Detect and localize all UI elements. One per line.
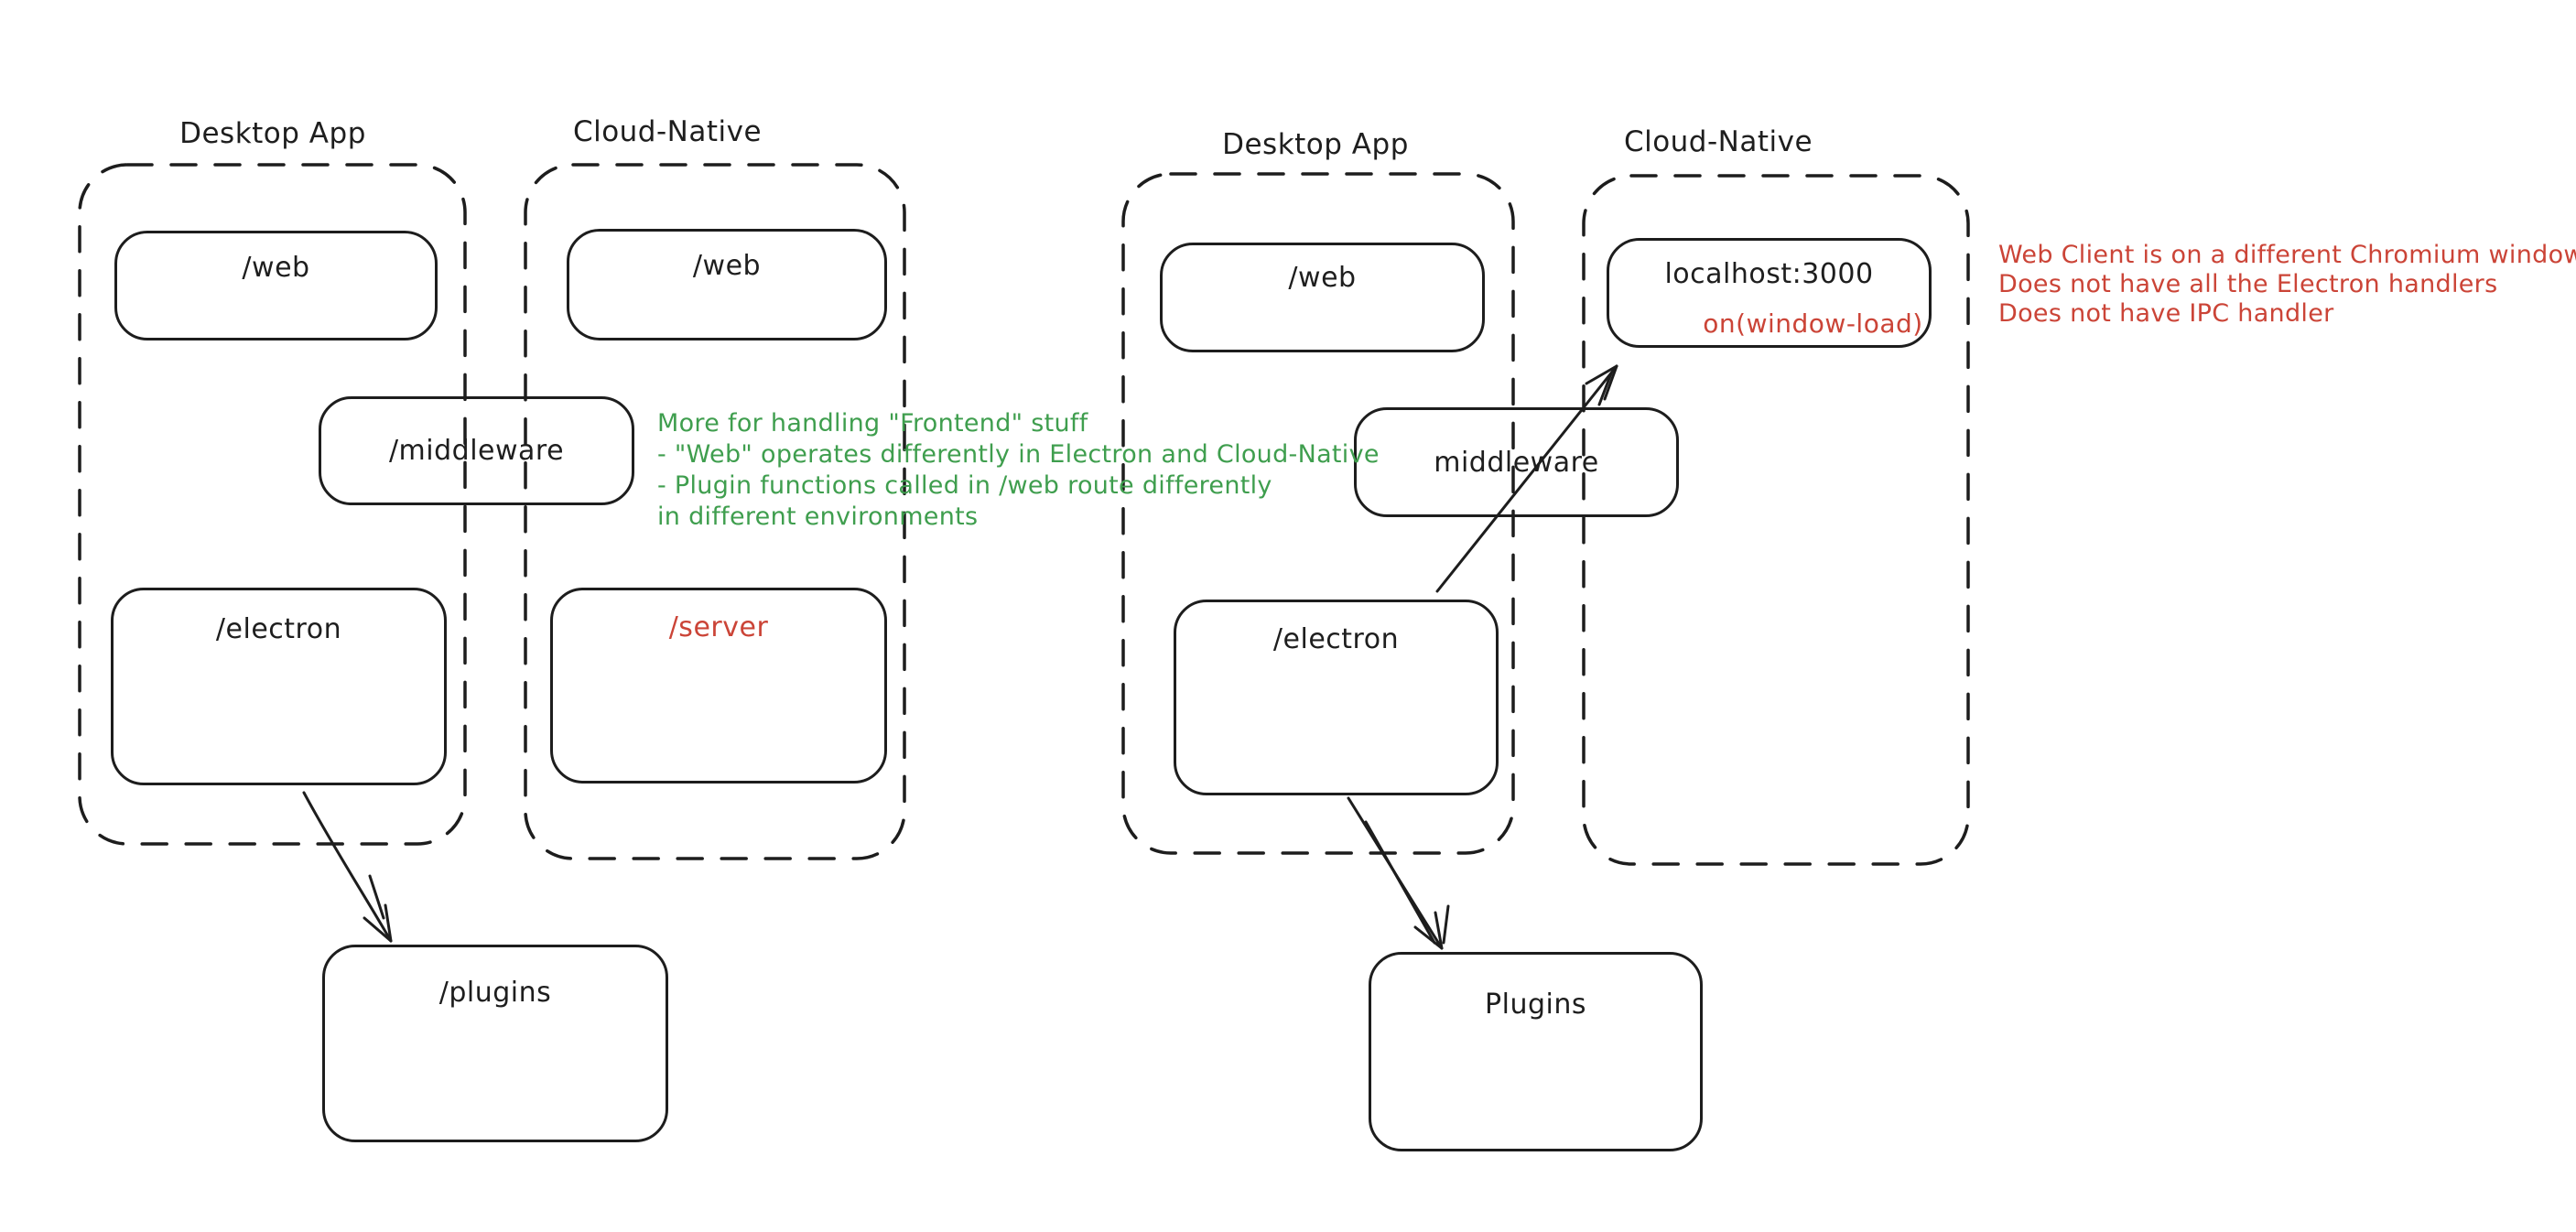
left-desktop-app-label: Desktop App: [179, 117, 366, 150]
left-cloud-native-label: Cloud-Native: [572, 115, 763, 148]
right-electron-label: /electron: [1272, 623, 1400, 655]
left-server-node[interactable]: /server: [550, 588, 887, 784]
left-web-desktop-node[interactable]: /web: [114, 231, 438, 340]
right-plugins-node[interactable]: Plugins: [1369, 952, 1703, 1151]
red-note-line: Does not have all the Electron handlers: [1998, 270, 2498, 298]
arrow-right-electron-to-plugins[interactable]: [1347, 796, 1450, 950]
right-web-node[interactable]: /web: [1160, 243, 1485, 352]
green-note-line: More for handling "Frontend" stuff: [657, 409, 1088, 438]
left-web-cloud-node[interactable]: /web: [567, 229, 887, 340]
green-note-line: in different environments: [657, 503, 979, 531]
left-plugins-label: /plugins: [438, 977, 552, 1009]
left-middleware-node[interactable]: /middleware: [319, 396, 634, 505]
right-desktop-app-label: Desktop App: [1222, 128, 1409, 161]
right-localhost-node[interactable]: localhost:3000 on(window-load): [1607, 238, 1932, 348]
right-middleware-node[interactable]: middleware: [1354, 407, 1679, 517]
red-note-line: Web Client is on a different Chromium wi…: [1998, 241, 2576, 269]
right-localhost-event-label: on(window-load): [1703, 308, 1923, 339]
green-note-line: - "Web" operates differently in Electron…: [657, 440, 1380, 469]
right-localhost-title: localhost:3000: [1664, 258, 1874, 290]
left-web-desktop-label: /web: [242, 252, 310, 284]
right-plugins-label: Plugins: [1485, 989, 1586, 1021]
left-web-cloud-label: /web: [692, 250, 762, 282]
red-note-line: Does not have IPC handler: [1998, 299, 2334, 328]
green-note-line: - Plugin functions called in /web route …: [657, 471, 1272, 500]
arrow-left-electron-to-plugins[interactable]: [302, 791, 393, 943]
left-electron-node[interactable]: /electron: [111, 588, 447, 785]
right-electron-node[interactable]: /electron: [1174, 600, 1499, 795]
left-middleware-label: /middleware: [388, 435, 565, 467]
right-cloud-native-label: Cloud-Native: [1623, 125, 1813, 158]
left-electron-label: /electron: [215, 613, 342, 645]
red-note[interactable]: Web Client is on a different Chromium wi…: [1998, 241, 2576, 329]
right-middleware-label: middleware: [1434, 446, 1599, 479]
right-web-label: /web: [1288, 262, 1357, 294]
green-note[interactable]: More for handling "Frontend" stuff - "We…: [657, 408, 1380, 533]
left-plugins-node[interactable]: /plugins: [322, 945, 668, 1142]
left-server-label: /server: [668, 611, 769, 643]
